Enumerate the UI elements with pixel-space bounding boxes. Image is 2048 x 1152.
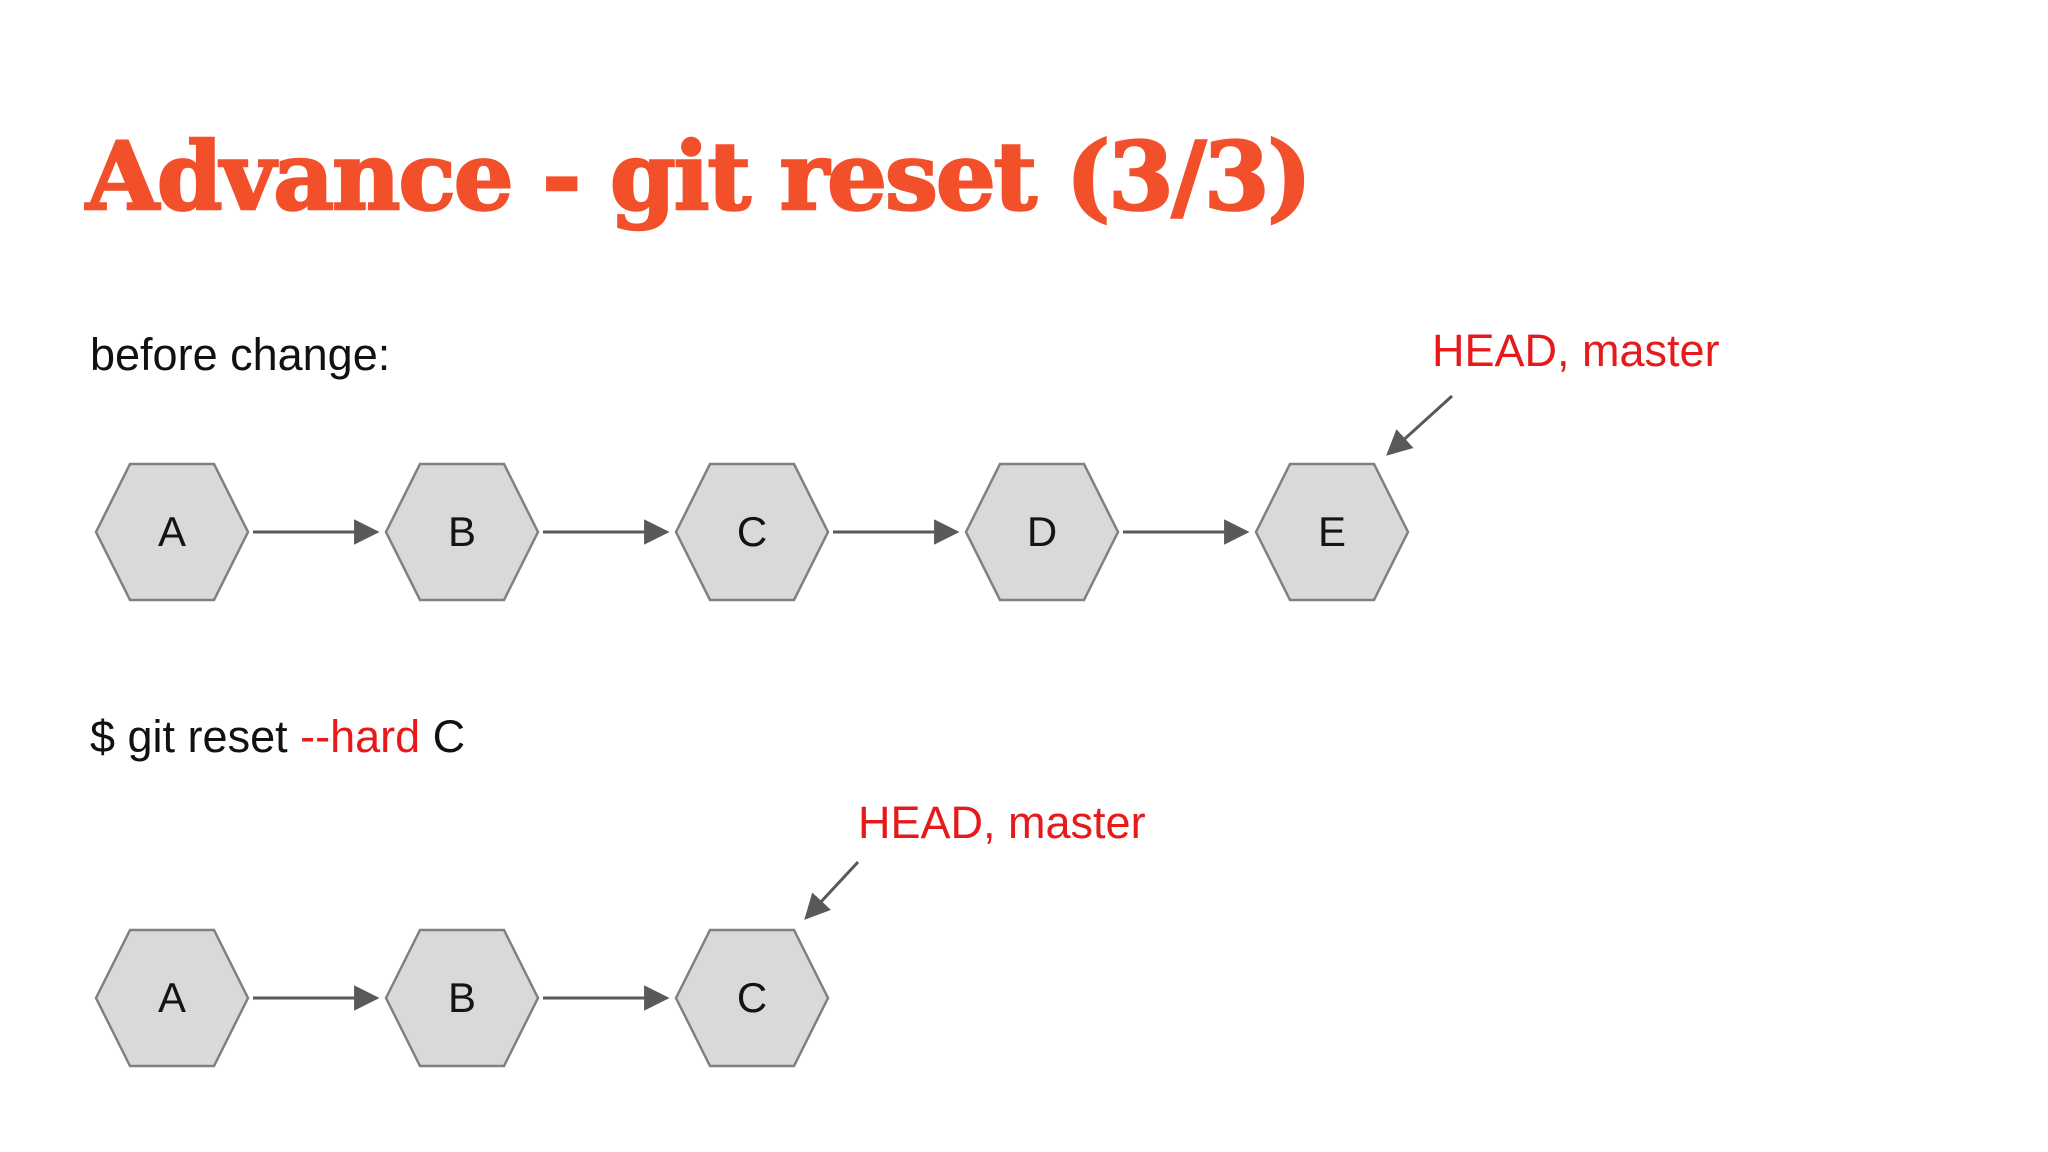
git-reset-command: $ git reset --hard C — [90, 712, 465, 762]
hexagon-shape — [964, 462, 1120, 602]
commit-label: C — [736, 974, 768, 1021]
hexagon-shape — [674, 928, 830, 1068]
commit-node-c-after: C — [674, 928, 830, 1068]
commit-label: E — [1317, 508, 1346, 555]
command-prefix: $ git reset — [90, 711, 301, 762]
commit-label: B — [447, 974, 476, 1021]
commit-node-b-after: B — [384, 928, 540, 1068]
hexagon-shape — [94, 462, 250, 602]
before-change-caption: before change: — [90, 329, 391, 380]
commit-label: D — [1026, 508, 1058, 555]
commit-node-a-after: A — [94, 928, 250, 1068]
command-hard-flag: --hard — [300, 711, 421, 762]
commit-label: B — [447, 508, 476, 555]
page-title: Advance - git reset (3/3) — [85, 122, 1313, 232]
command-suffix: C — [420, 711, 466, 762]
hexagon-shape — [94, 928, 250, 1068]
commit-node-a-before: A — [94, 462, 250, 602]
commit-node-b-before: B — [384, 462, 540, 602]
commit-node-c-before: C — [674, 462, 830, 602]
hexagon-shape — [384, 928, 540, 1068]
head-master-label-after: HEAD, master — [858, 797, 1146, 848]
commit-node-e-before: E — [1254, 462, 1410, 602]
hexagon-shape — [384, 462, 540, 602]
commit-node-d-before: D — [964, 462, 1120, 602]
commit-label: A — [157, 974, 186, 1021]
commit-label: C — [736, 508, 768, 555]
commit-label: A — [157, 508, 186, 555]
hexagon-shape — [674, 462, 830, 602]
head-pointer-arrow-after — [804, 860, 860, 920]
head-pointer-arrow-before — [1386, 394, 1454, 456]
head-master-label-before: HEAD, master — [1432, 325, 1720, 376]
hexagon-shape — [1254, 462, 1410, 602]
